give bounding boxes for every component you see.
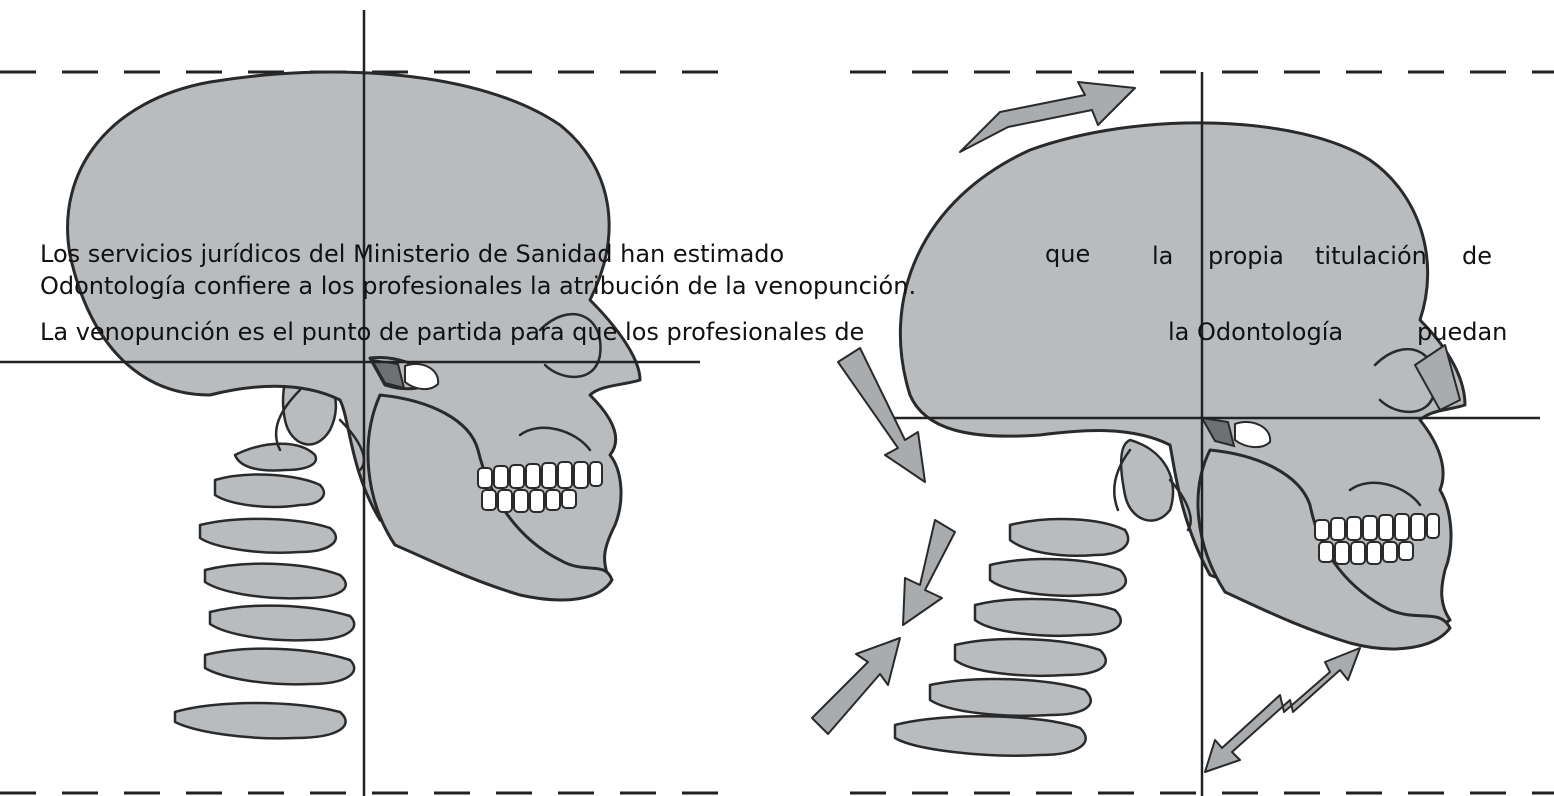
text-line-3-start: La venopunción es el punto de partida pa…	[40, 318, 864, 346]
text-word-que: que	[1045, 240, 1090, 268]
right-skull	[885, 72, 1540, 796]
arrow-up-cervical	[812, 638, 900, 734]
text-line-1-start: Los servicios jurídicos del Ministerio d…	[40, 240, 784, 268]
left-skull	[0, 10, 700, 796]
text-line-2: Odontología confiere a los profesionales…	[40, 272, 916, 300]
text-word-propia: propia	[1208, 242, 1284, 270]
text-word-de: de	[1462, 242, 1492, 270]
text-line-3-end: puedan	[1417, 318, 1507, 346]
text-line-3-middle: la Odontología	[1168, 318, 1343, 346]
arrow-double-jaw	[1205, 648, 1360, 772]
arrow-down-cervical	[903, 520, 955, 625]
text-word-titulacion: titulación	[1315, 242, 1427, 270]
left-vertebrae	[175, 360, 354, 738]
text-word-la: la	[1152, 242, 1173, 270]
